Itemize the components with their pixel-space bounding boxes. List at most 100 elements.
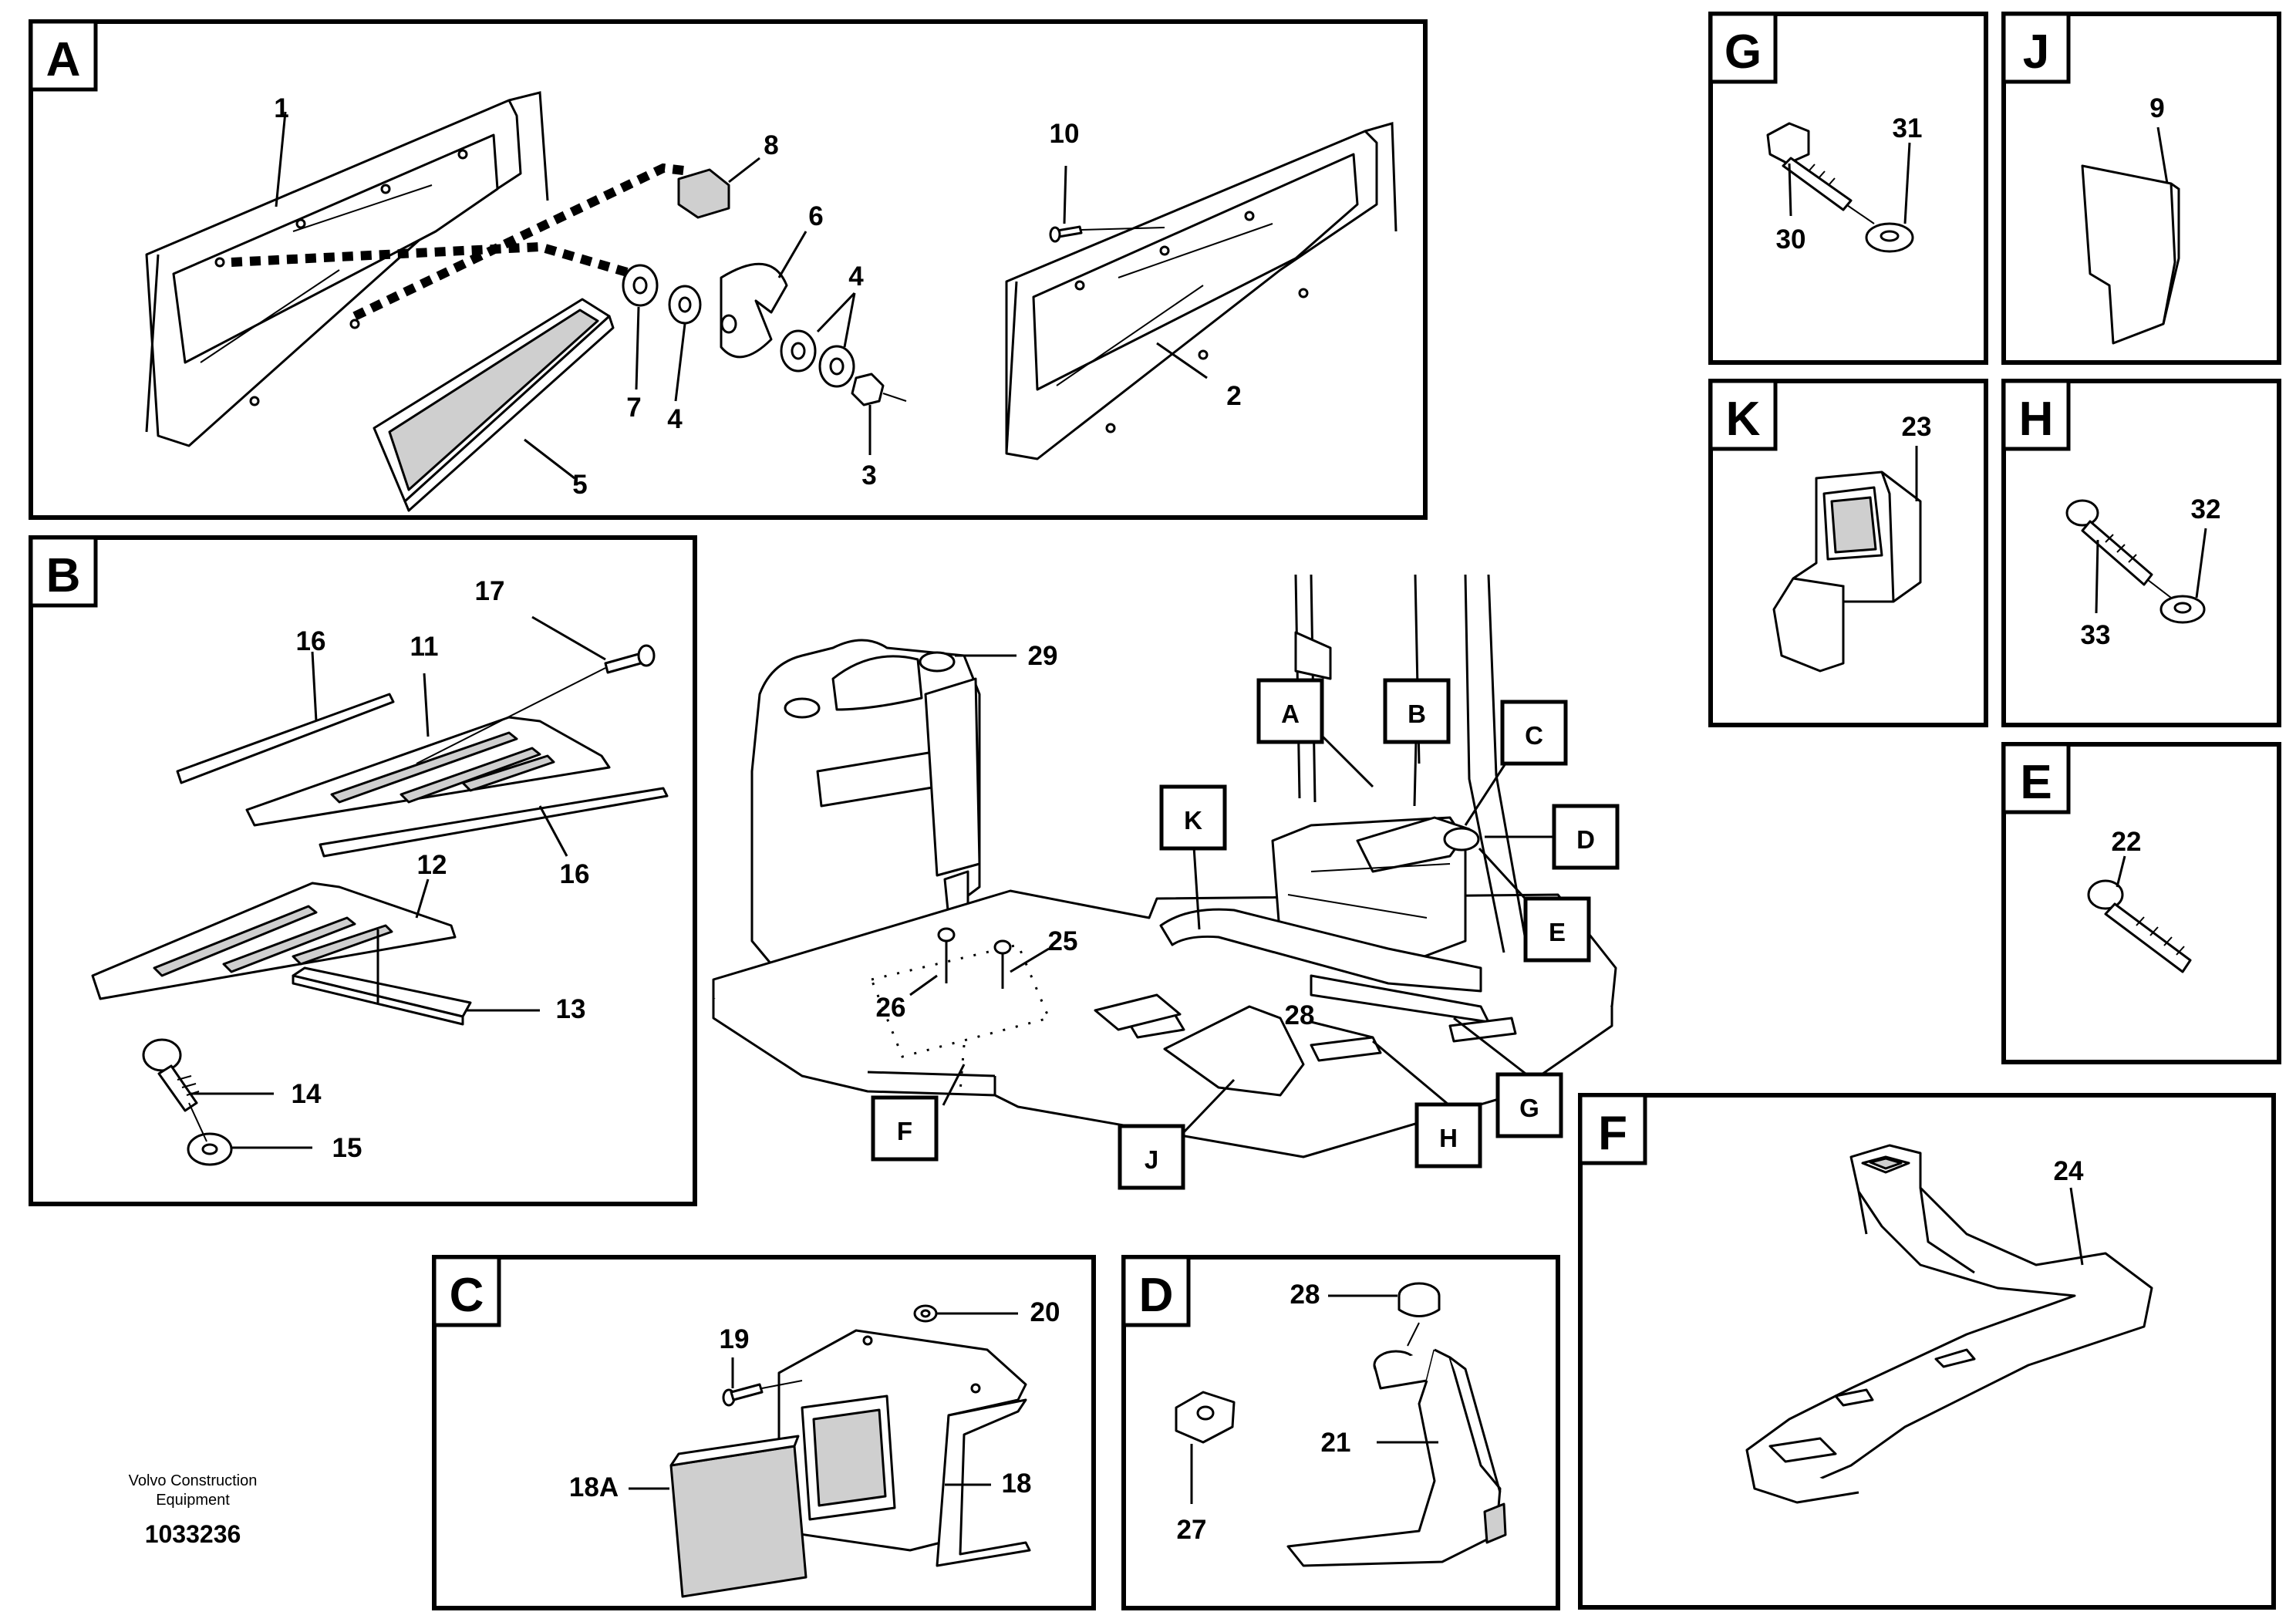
screw-part-26 [937, 927, 956, 983]
part-label-30: 30 [1776, 224, 1806, 255]
nut-part-20 [913, 1304, 938, 1323]
section-a-tag [29, 19, 98, 92]
console-box [1271, 816, 1480, 966]
section-j-tag [2001, 12, 2071, 84]
vent-plate-part-11 [245, 716, 611, 827]
section-b-frame [29, 535, 697, 1206]
svg-text:C: C [1525, 721, 1543, 750]
svg-text:D: D [1576, 825, 1595, 854]
section-h-frame [2001, 379, 2281, 727]
section-b-label: B [46, 549, 81, 602]
section-k-frame [1708, 379, 1988, 727]
section-c: C 18 18A 19 20 [432, 1255, 1096, 1610]
fastener-stack [622, 262, 907, 406]
section-g: G 30 31 [1708, 12, 1988, 365]
callout-a: A [1256, 678, 1374, 788]
callout-j: J [1118, 1078, 1236, 1190]
part-label-9: 9 [2149, 93, 2164, 123]
section-e-label: E [2020, 756, 2052, 809]
part-label-16b: 16 [560, 859, 590, 889]
svg-text:E: E [1549, 918, 1566, 946]
section-h: H 33 32 [2001, 379, 2281, 727]
screw-part-19 [722, 1380, 803, 1407]
company-name-line1: Volvo Construction [129, 1472, 258, 1489]
part-label-12: 12 [417, 850, 447, 880]
section-g-tag [1708, 12, 1778, 84]
part-label-3: 3 [861, 460, 876, 491]
part-label-8: 5 [572, 470, 587, 500]
svg-text:H: H [1439, 1124, 1458, 1152]
part-label-25: 25 [1048, 926, 1078, 956]
part-label-7: 8 [764, 130, 778, 160]
svg-text:J: J [1145, 1145, 1158, 1174]
bolt-part-22 [2087, 879, 2192, 973]
air-filter-part-8 [373, 298, 615, 512]
section-b: B 16 11 17 16 [29, 535, 697, 1206]
section-j-frame [2001, 12, 2281, 365]
section-c-frame [432, 1255, 1096, 1610]
part-label-28-overview: 29 [1028, 641, 1058, 671]
section-j: J 9 [2001, 12, 2281, 365]
part-label-33: 33 [2081, 620, 2111, 650]
bolt-part-14 [142, 1038, 200, 1112]
screw-part-10 [1049, 225, 1165, 243]
section-e: E 22 [2001, 742, 2281, 1064]
section-h-tag [2001, 379, 2071, 451]
bolt-part-17 [416, 644, 656, 764]
section-d-label: D [1139, 1269, 1174, 1322]
strip-part-16b [319, 787, 669, 858]
nut-part-27 [1175, 1391, 1236, 1444]
callout-f: F [871, 1064, 966, 1162]
part-label-19: 19 [720, 1324, 750, 1354]
vent-plate-part-12 [91, 882, 457, 1000]
section-d: D 28 21 27 [1121, 1255, 1560, 1610]
svg-text:G: G [1519, 1094, 1539, 1122]
part-label-32: 32 [2191, 494, 2221, 524]
screw-part-25 [993, 939, 1012, 989]
section-g-frame [1708, 12, 1988, 365]
floor-plate [869, 943, 1182, 1092]
callout-e: E [1478, 847, 1591, 963]
callout-b: B [1383, 678, 1451, 807]
section-b-tag [29, 535, 98, 608]
bolt-part-30 [1766, 122, 1875, 224]
svg-text:K: K [1184, 806, 1202, 835]
part-label-17: 17 [475, 576, 505, 606]
side-panel-left [145, 91, 549, 447]
part-label-24: 24 [2054, 1156, 2084, 1186]
part-label-4b: 4 [667, 404, 683, 434]
section-g-label: G [1725, 25, 1762, 79]
section-c-tag [432, 1255, 501, 1327]
part-label-26: 26 [876, 993, 906, 1023]
vent-nozzle-part-23 [1772, 470, 1922, 673]
section-c-label: C [450, 1269, 484, 1322]
floor-vent [1163, 1005, 1517, 1097]
part-label-21: 21 [1321, 1428, 1351, 1458]
callout-c: C [1464, 700, 1568, 826]
panel-part-9 [2081, 164, 2180, 345]
drawing-footer: Volvo Construction Equipment 1033236 [129, 1472, 258, 1548]
part-label-11: 11 [410, 632, 439, 662]
floor-duct-part-24 [1745, 1144, 2153, 1504]
part-label-4a: 4 [848, 261, 864, 292]
section-f-tag [1578, 1093, 1647, 1165]
washer-part-15 [187, 1132, 233, 1166]
section-e-tag [2001, 742, 2071, 814]
side-panel-right [1005, 122, 1397, 460]
section-f-label: F [1598, 1107, 1627, 1160]
bar-part-13 [292, 966, 472, 1026]
duct-part-21 [1286, 1348, 1507, 1567]
section-a-frame [29, 19, 1428, 520]
part-label-16a: 16 [296, 626, 326, 656]
part-label-28: 28 [1290, 1280, 1320, 1310]
svg-text:F: F [897, 1117, 912, 1145]
part-label-29: 28 [1285, 1000, 1315, 1030]
part-label-22: 22 [2112, 827, 2142, 857]
part-label-20: 20 [1030, 1297, 1060, 1327]
part-label-14: 14 [292, 1079, 322, 1109]
washer-part-32 [2159, 595, 2206, 624]
part-label-23: 23 [1902, 412, 1932, 442]
callout-d: D [1485, 804, 1620, 870]
section-j-label: J [2023, 25, 2049, 79]
filter-part-18a [669, 1435, 807, 1598]
